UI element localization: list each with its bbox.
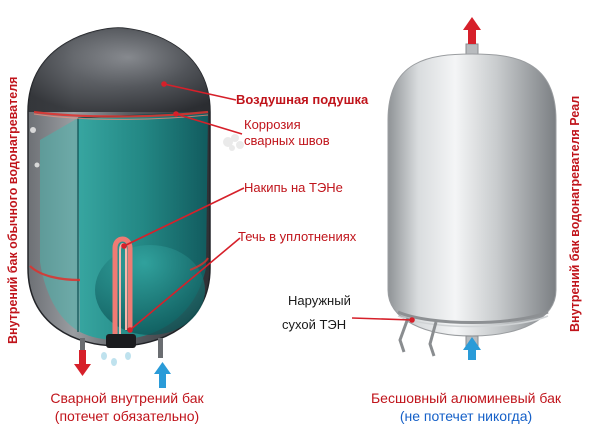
right-tank-caption-title: Бесшовный алюминевый бак (370, 390, 561, 406)
callout-air-cushion: Воздушная подушка (236, 92, 369, 107)
left-tank-illustration (27, 27, 244, 366)
left-tank-caption-subtitle: (потечет обязательно) (54, 408, 200, 424)
right-tank-vertical-label: Внутрений бак водонагревателя Реал (568, 95, 582, 332)
callout-corrosion-line2: сварных швов (244, 133, 330, 148)
callout-leak: Течь в уплотнениях (238, 229, 357, 244)
right-tank-caption-subtitle: (не потечет никогда) (399, 408, 533, 424)
cold-water-in-arrow-left (154, 362, 171, 388)
callout-external-dry-element-line2: сухой ТЭН (282, 317, 347, 332)
left-tank-pointer-lines (121, 81, 245, 333)
hot-water-out-arrow-right (463, 17, 481, 44)
left-tank-vertical-label: Внутрений бак обычного водонагревателя (6, 76, 20, 344)
right-tank-pointer-line (351, 317, 415, 323)
callout-external-dry-element-line1: Наружный (288, 293, 351, 308)
right-tank-illustration (387, 43, 557, 357)
left-tank-caption-title: Сварной внутрений бак (50, 390, 204, 406)
callout-corrosion-line1: Коррозия (244, 117, 301, 132)
callout-scale: Накипь на ТЭНе (244, 180, 343, 195)
cold-water-in-arrow-right (463, 337, 481, 360)
hot-water-out-arrow-left (74, 350, 91, 376)
